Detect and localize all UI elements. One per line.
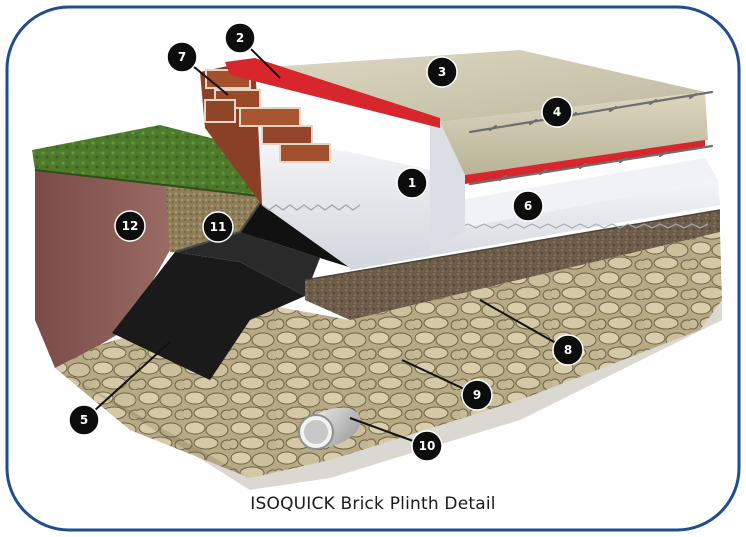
callout-label: 10 [419,439,436,453]
callout-label: 1 [408,176,416,190]
waterproof-membrane-step-2 [240,200,352,268]
grass-top [32,125,258,196]
callout-badge [68,404,100,436]
reinforcement-mesh [468,90,714,186]
waterproof-membrane-step-1 [175,232,320,296]
callout-label: 9 [473,388,481,402]
callout-2: 2 [224,22,256,54]
callout-5: 5 [68,404,100,436]
callout-label: 3 [438,65,446,79]
membrane-highlight [174,199,263,253]
callout-label: 6 [524,199,532,213]
grass-edge [34,169,259,197]
callout-9: 9 [461,379,493,411]
concrete-slab-side [440,92,708,175]
waterproof-membrane-slope [112,252,305,380]
insulation-serrated-edge [459,223,709,229]
figure-caption: ISOQUICK Brick Plinth Detail [250,494,496,514]
callout-badge [461,379,493,411]
callout-label: 4 [553,105,561,119]
hardcore-shading [55,300,722,490]
callout-label: 5 [80,413,88,427]
drain-pipe-inner [304,420,328,444]
callout-badge [396,167,428,199]
callout-badge [541,96,573,128]
isoquick-edge-serration [261,204,361,211]
callout-badge [512,190,544,222]
callout-badge [166,41,198,73]
callout-badge [114,210,146,242]
callout-11: 11 [202,211,234,243]
callout-label: 2 [236,31,244,45]
callout-6: 6 [512,190,544,222]
blinding-layer [305,210,720,320]
blinding-top-edge [304,209,721,281]
concrete-slab-top [255,50,705,122]
callout-label: 7 [178,50,186,64]
callout-8: 8 [552,334,584,366]
callout-4: 4 [541,96,573,128]
callout-7: 7 [166,41,198,73]
callout-1: 1 [396,167,428,199]
callout-badge [426,56,458,88]
callout-badge [202,211,234,243]
callout-badge [552,334,584,366]
hardcore-stone-layer [55,232,722,478]
callout-badge [224,22,256,54]
callout-10: 10 [411,430,443,462]
callout-12: 12 [114,210,146,242]
callout-label: 8 [564,343,572,357]
callout-label: 12 [122,219,139,233]
callout-label: 11 [210,220,227,234]
callout-badge [411,430,443,462]
isoquick-edge-element-front [255,140,430,268]
callout-3: 3 [426,56,458,88]
dpm-red-slab-edge [465,140,705,184]
